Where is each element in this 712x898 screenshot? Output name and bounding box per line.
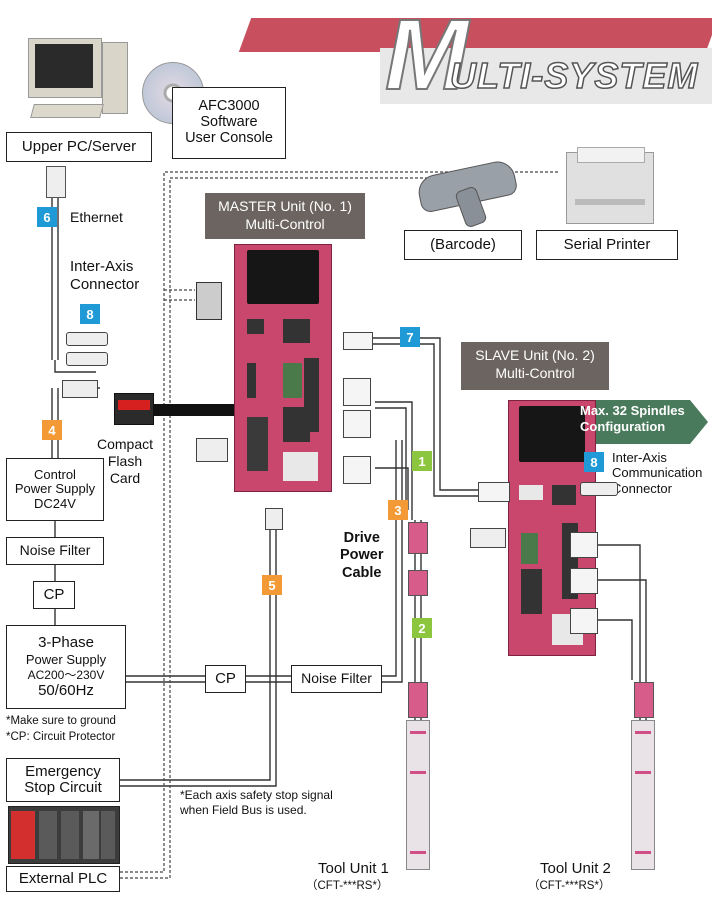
badge-cable-3: 3 xyxy=(388,500,408,520)
safety-note: *Each axis safety stop signal when Field… xyxy=(180,788,333,817)
badge-cable-1: 1 xyxy=(412,451,432,471)
inter-axis-comm-plug xyxy=(580,482,618,496)
afc-software-box: AFC3000 Software User Console xyxy=(172,87,286,159)
serial-printer-box: Serial Printer xyxy=(536,230,678,260)
inter-axis-connector-label: Inter-Axis Connector xyxy=(70,258,140,293)
inter-axis-plug-2 xyxy=(66,352,108,366)
master-unit-label: MASTER Unit (No. 1) Multi-Control xyxy=(205,193,365,239)
cable-connector-d xyxy=(634,682,654,718)
slave-unit-label: SLAVE Unit (No. 2) Multi-Control xyxy=(461,342,609,390)
tool-unit-2-label: Tool Unit 2 xyxy=(540,860,611,877)
external-plc-box: External PLC xyxy=(6,866,120,892)
cable-connector-b xyxy=(408,570,428,596)
tool-unit-1-label: Tool Unit 1 xyxy=(318,860,389,877)
slave-side-connector xyxy=(470,528,506,548)
cp-bottom-box: CP xyxy=(205,665,246,693)
compact-flash-card-icon xyxy=(114,393,154,425)
inter-axis-plug-1 xyxy=(66,332,108,346)
badge-inter-axis-comm: 8 xyxy=(584,452,604,472)
badge-inter-axis: 8 xyxy=(80,304,100,324)
master-unit xyxy=(234,244,332,492)
slave-motor-connector-1 xyxy=(570,532,598,558)
slave-motor-connector-3 xyxy=(570,608,598,634)
master-link-connector xyxy=(343,332,373,350)
three-phase-line1: 3-Phase xyxy=(38,634,94,651)
master-motor-connector-3 xyxy=(343,456,371,484)
badge-ethernet: 6 xyxy=(37,207,57,227)
title-rest: ULTI-SYSTEM xyxy=(449,55,699,96)
compact-flash-label: Compact Flash Card xyxy=(96,436,154,486)
three-phase-line3: AC200～230V xyxy=(27,667,105,682)
note-ground: *Make sure to ground xyxy=(6,715,116,727)
note-cp: *CP: Circuit Protector xyxy=(6,731,116,743)
upper-pc-box: Upper PC/Server xyxy=(6,132,152,162)
badge-emergency: 5 xyxy=(262,575,282,595)
printer-icon xyxy=(566,147,654,224)
title-band xyxy=(238,18,712,52)
tool-unit-1 xyxy=(406,720,430,870)
ethernet-connector xyxy=(46,166,66,198)
max-spindles-arrow xyxy=(574,400,708,444)
computer-icon xyxy=(28,38,132,124)
control-power-box: Control Power Supply DC24V xyxy=(6,458,104,521)
serial-connector xyxy=(196,438,228,462)
tool-unit-2 xyxy=(631,720,655,870)
drive-power-cable-label: Drive Power Cable xyxy=(340,530,384,581)
barcode-box: (Barcode) xyxy=(404,230,522,260)
ethernet-label: Ethernet xyxy=(70,209,123,225)
title-initial: M xyxy=(384,0,469,111)
emergency-connector xyxy=(265,508,283,530)
noise-filter-left-box: Noise Filter xyxy=(6,537,104,565)
badge-cable-2: 2 xyxy=(412,618,432,638)
three-phase-line2: Power Supply xyxy=(25,652,107,667)
badge-slave-link: 7 xyxy=(400,327,420,347)
plc-icon xyxy=(8,806,120,864)
three-phase-line4: 50/60Hz xyxy=(38,681,94,699)
noise-filter-bottom-box: Noise Filter xyxy=(291,665,382,693)
emergency-stop-box: Emergency Stop Circuit xyxy=(6,758,120,802)
tool-unit-2-model: （CFT-***RS*） xyxy=(528,880,611,892)
io-terminal-block xyxy=(196,282,222,320)
tool-unit-1-model: （CFT-***RS*） xyxy=(306,880,389,892)
max-spindles-label: Max. 32 Spindles Configuration xyxy=(580,403,685,435)
cable-connector-c xyxy=(408,682,428,718)
badge-control-power: 4 xyxy=(42,420,62,440)
master-motor-connector-2 xyxy=(343,410,371,438)
power-connector xyxy=(62,380,98,398)
cable-connector-a xyxy=(408,522,428,554)
slave-link-connector xyxy=(478,482,510,502)
title-band-lower xyxy=(380,48,712,104)
three-phase-box: 3-Phase Power Supply AC200～230V 50/60Hz xyxy=(6,625,126,709)
slave-motor-connector-2 xyxy=(570,568,598,594)
inter-axis-comm-label: Inter-Axis Communication Connector xyxy=(612,450,703,496)
master-motor-connector-1 xyxy=(343,378,371,406)
cp-left-box: CP xyxy=(33,581,75,609)
